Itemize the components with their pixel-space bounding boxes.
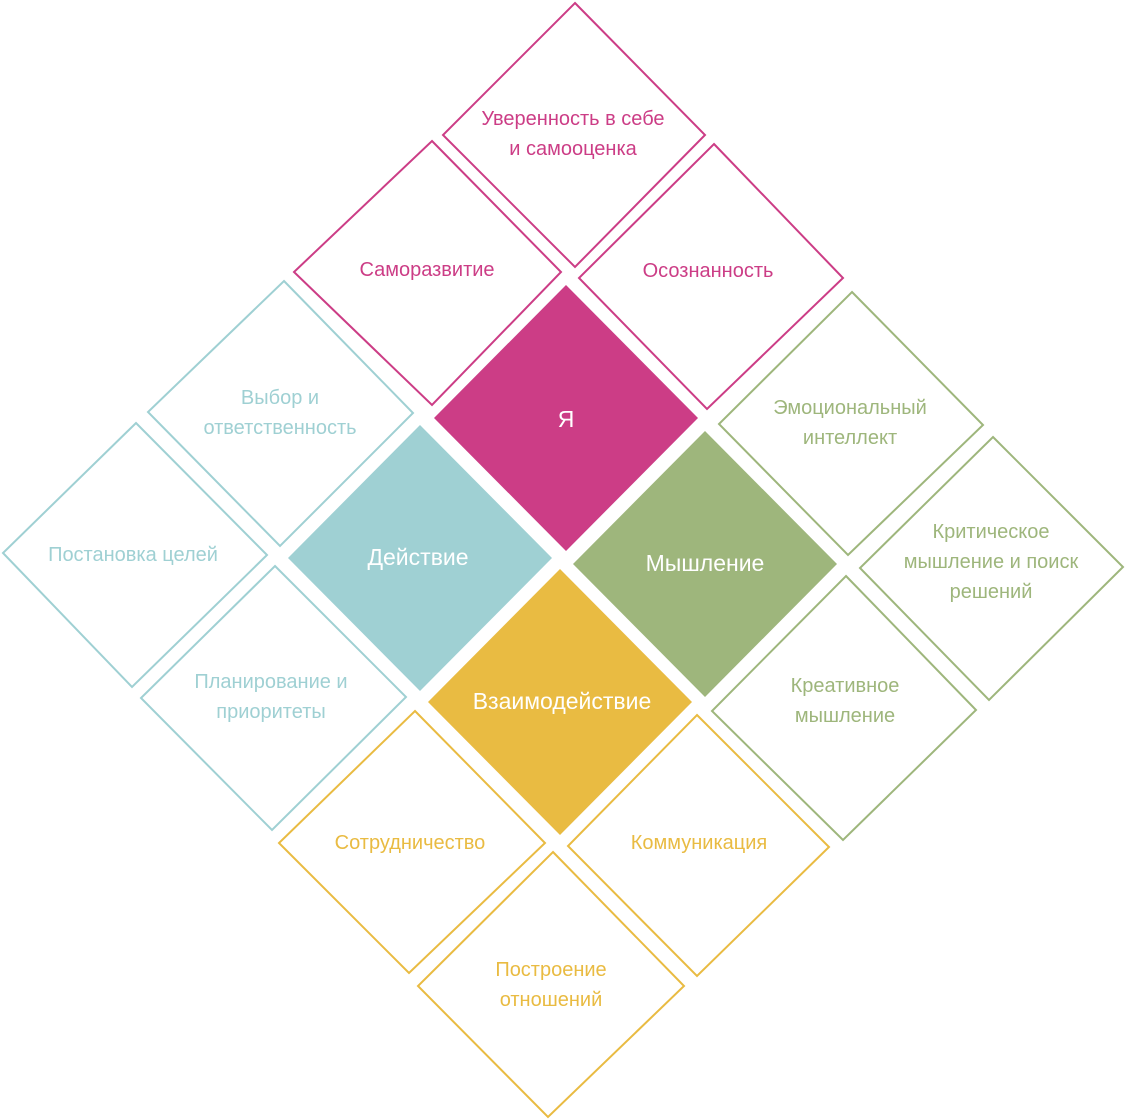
label-thinking: Мышление: [645, 550, 765, 576]
diamond-ya: [434, 285, 698, 551]
label-communication: Коммуникация: [630, 832, 768, 854]
diamond-critical: [858, 435, 1125, 702]
label-emotional: Эмоциональный интеллект: [773, 397, 927, 449]
label-creative: Креативное мышление: [790, 675, 900, 727]
diamond-confidence: [441, 1, 707, 269]
diamond-awareness: [577, 142, 845, 411]
diamond-choice: [146, 279, 415, 548]
diamond-relationships: [416, 850, 686, 1119]
diamond-emotional: [717, 290, 985, 557]
diamond-creative: [710, 574, 978, 842]
label-relationships: Построение отношений: [495, 959, 607, 1011]
diamond-goals: [1, 421, 269, 689]
label-ya: Я: [557, 406, 575, 432]
label-planning: Планирование и приоритеты: [194, 671, 348, 723]
label-self-development: Саморазвитие: [359, 259, 495, 281]
label-cooperation: Сотрудничество: [334, 832, 486, 854]
label-confidence: Уверенность в себе и самооценка: [481, 108, 665, 160]
label-action: Действие: [367, 544, 469, 570]
diamond-self-development: [292, 139, 563, 407]
label-awareness: Осознанность: [642, 260, 774, 282]
diamond-action: [288, 425, 552, 691]
label-choice: Выбор и ответственность: [203, 387, 357, 439]
diamond-thinking: [573, 431, 837, 697]
diamond-communication: [566, 713, 831, 978]
diamond-cooperation: [277, 709, 547, 975]
label-interaction: Взаимодействие: [472, 688, 652, 714]
diamond-planning: [139, 564, 408, 832]
diamond-interaction: [428, 569, 692, 835]
label-critical: Критическое мышление и поиск решений: [903, 521, 1079, 603]
label-goals: Постановка целей: [48, 544, 218, 566]
